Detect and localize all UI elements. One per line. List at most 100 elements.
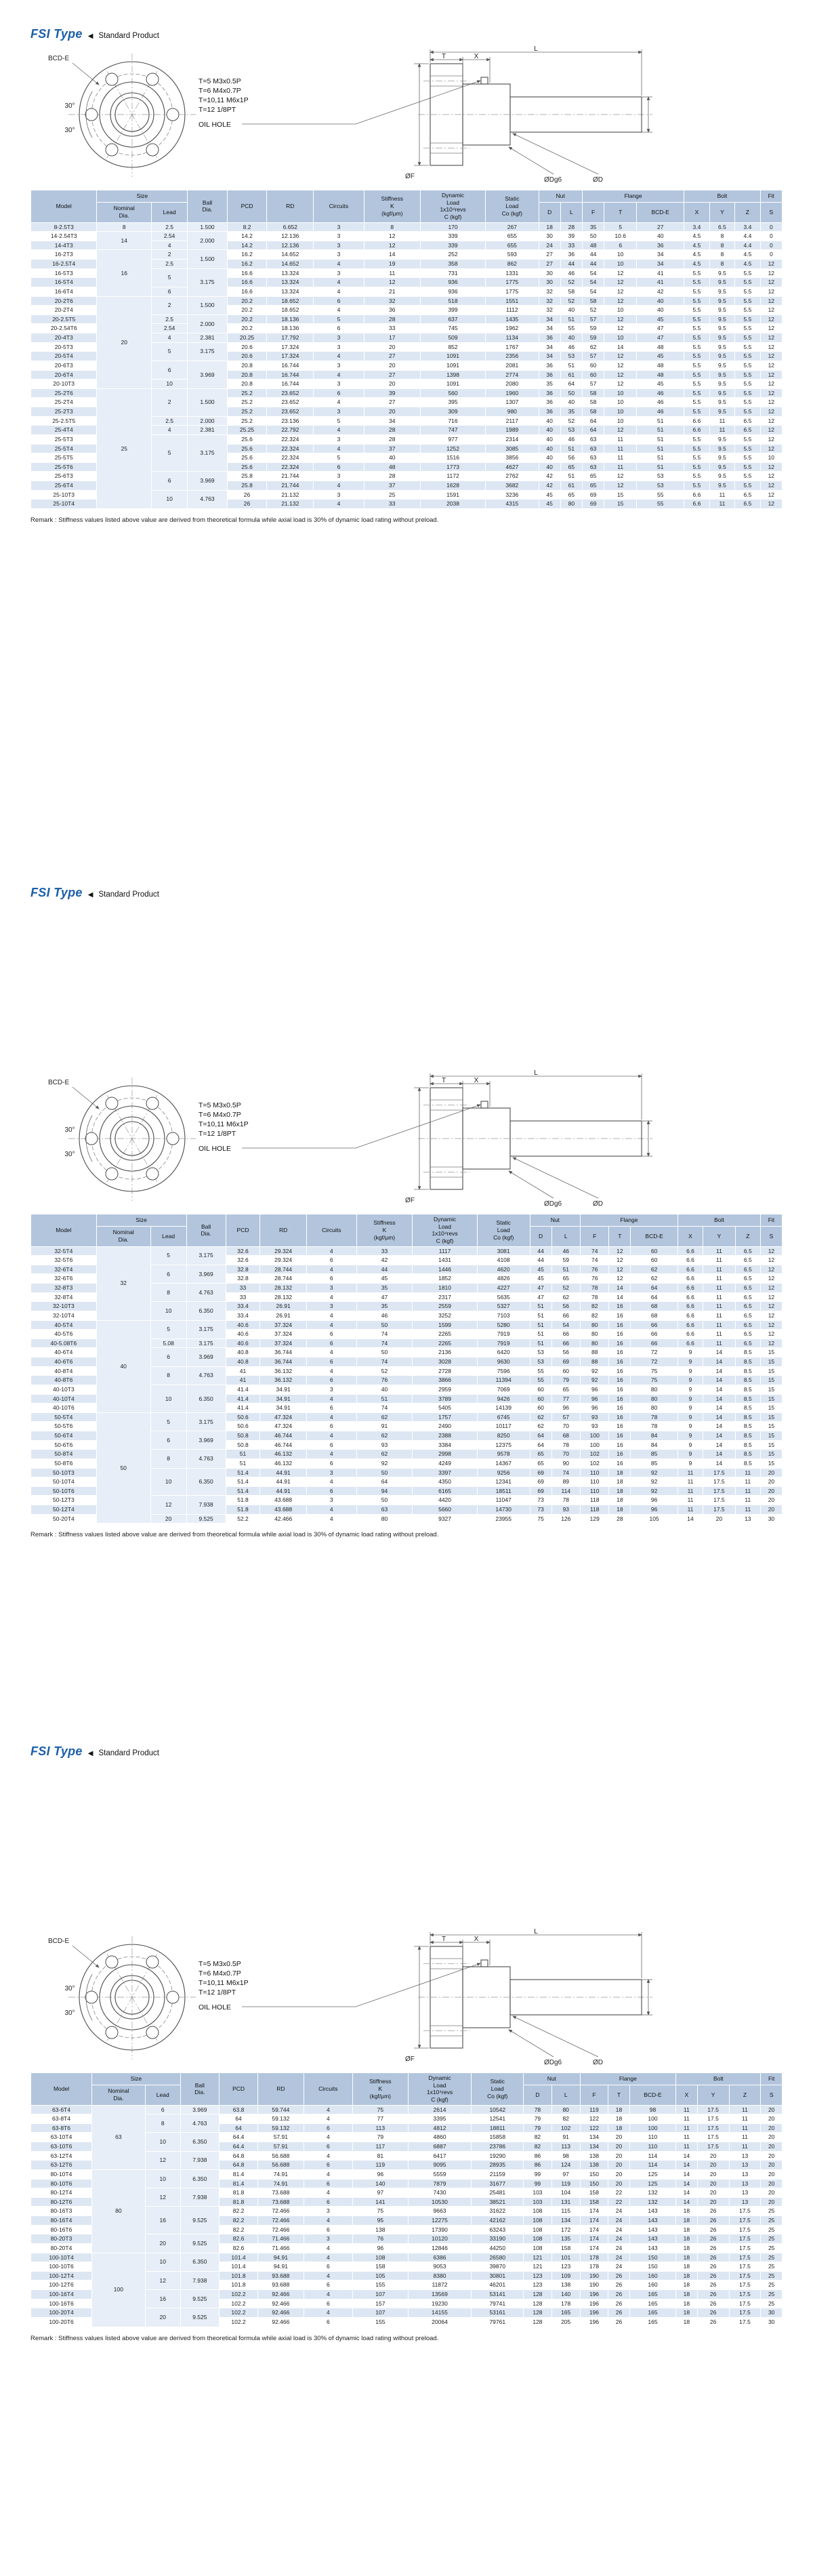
table-cell: 5.5 (734, 323, 761, 333)
table-cell: 1252 (419, 443, 486, 454)
dim-t-label: T (442, 53, 446, 60)
table-cell: 2.381 (187, 333, 228, 343)
table-cell: 936 (419, 277, 486, 287)
table-cell: 155 (352, 2316, 409, 2327)
table-cell: 6 (303, 2160, 354, 2170)
table-cell: 9.5 (709, 295, 736, 306)
table-cell: 11 (677, 1495, 704, 1505)
table-cell: 5.5 (734, 471, 761, 481)
table-cell: 34.91 (259, 1384, 307, 1395)
table-cell: 1091 (419, 351, 486, 361)
bolt-hole (166, 1132, 180, 1145)
table-cell: 4826 (476, 1273, 530, 1284)
table-cell: 80-16T6 (30, 2224, 93, 2235)
table-cell: 27 (363, 397, 421, 407)
table-cell: 90 (551, 1458, 581, 1469)
table-cell: 25 (760, 2280, 783, 2290)
table-cell: 75 (352, 2104, 409, 2115)
table-cell: 15 (759, 1412, 783, 1423)
table-cell: 50 (581, 231, 605, 241)
table-cell: 1446 (412, 1264, 478, 1275)
table-cell: 20-5T3 (30, 342, 98, 352)
table-cell: 18 (538, 222, 561, 232)
table-cell: 72 (630, 1347, 678, 1357)
table-cell: 50 (356, 1347, 413, 1357)
table-cell: 135 (551, 2234, 581, 2244)
table-cell: 121 (523, 2252, 552, 2263)
table-cell: 123 (523, 2280, 552, 2290)
table-cell: 51 (529, 1320, 552, 1330)
table-cell: 5 (150, 434, 188, 472)
table-cell: 23.652 (266, 388, 314, 398)
table-cell: 23955 (476, 1513, 530, 1524)
table-cell: 8.5 (734, 1403, 761, 1413)
table-cell: 8.5 (734, 1421, 761, 1431)
table-cell: 4 (306, 1513, 357, 1524)
table-cell: 5.5 (684, 286, 710, 297)
table-cell: 16.6 (226, 277, 268, 287)
table-cell: 6.5 (734, 1338, 761, 1349)
table-cell: 30 (538, 231, 561, 241)
table-cell: 19230 (407, 2298, 472, 2309)
table-cell: 53 (529, 1347, 552, 1357)
table-cell: 12 (144, 2188, 181, 2207)
table-cell: 747 (419, 425, 486, 435)
table-cell: 46 (636, 397, 685, 407)
table-cell: 6 (604, 240, 638, 251)
table-cell: 45 (538, 499, 561, 509)
table-cell: 10 (604, 388, 638, 398)
table-cell: 51.8 (225, 1505, 261, 1515)
table-cell: 14 (703, 1384, 736, 1395)
table-cell: 78 (551, 1495, 581, 1505)
table-cell: 14730 (476, 1505, 530, 1515)
table-cell: 72.466 (257, 2215, 304, 2226)
table-cell: 132 (629, 2196, 677, 2207)
table-cell: 8 (709, 240, 736, 251)
table-cell: 14 (675, 2150, 698, 2161)
table-cell: 10 (604, 305, 638, 315)
table-cell: 3.969 (186, 1264, 226, 1284)
table-cell: 16.6 (226, 286, 268, 297)
oil-hole-spec-line: T=5 M3x0.5P (199, 77, 241, 85)
table-cell: 73.688 (257, 2196, 304, 2207)
table-cell: 18 (675, 2316, 698, 2327)
col-s: S (759, 201, 783, 223)
table-cell: 33 (363, 499, 421, 509)
table-cell: 1112 (485, 305, 539, 315)
table-cell: 80 (630, 1384, 678, 1395)
table-cell: 33 (225, 1292, 261, 1303)
table-cell: 15 (759, 1431, 783, 1441)
table-cell: 339 (419, 240, 486, 251)
table-cell: 51 (529, 1329, 552, 1339)
catalog-section-1: FSI Type ◀ Standard Product (0, 0, 813, 859)
table-cell: 32-6T4 (30, 1264, 97, 1275)
table-cell: 40 (636, 295, 685, 306)
table-cell: 65 (529, 1458, 552, 1469)
angle-label: 30° (64, 2009, 75, 2017)
table-cell: 26 (696, 2270, 730, 2281)
table-cell: 12 (604, 295, 638, 306)
table-cell: 11 (728, 2114, 762, 2124)
side-view-diagram: T=5 M3x0.5P T=6 M4x0.7P T=10,11 M6x1P T=… (199, 1928, 652, 2066)
table-cell: 3.969 (187, 360, 228, 389)
table-cell: 45 (636, 351, 685, 361)
oil-hole-spec-line: T=10,11 M6x1P (199, 1120, 249, 1128)
table-cell: 119 (352, 2160, 409, 2170)
table-cell: 8250 (476, 1431, 530, 1441)
table-cell: 34 (636, 249, 685, 260)
table-cell: 54 (581, 268, 605, 279)
table-cell: 110 (629, 2132, 677, 2142)
table-cell: 3856 (485, 453, 539, 463)
dim-x-label: X (474, 53, 479, 60)
table-cell: 12 (759, 489, 783, 500)
table-cell: 51 (560, 360, 583, 371)
col-z: Z (728, 2084, 762, 2106)
table-cell: 5.5 (684, 471, 710, 481)
page-title: FSI Type (30, 1744, 83, 1758)
table-cell: 17.5 (728, 2234, 762, 2244)
table-cell: 16 (608, 1320, 631, 1330)
col-y: Y (709, 201, 736, 223)
